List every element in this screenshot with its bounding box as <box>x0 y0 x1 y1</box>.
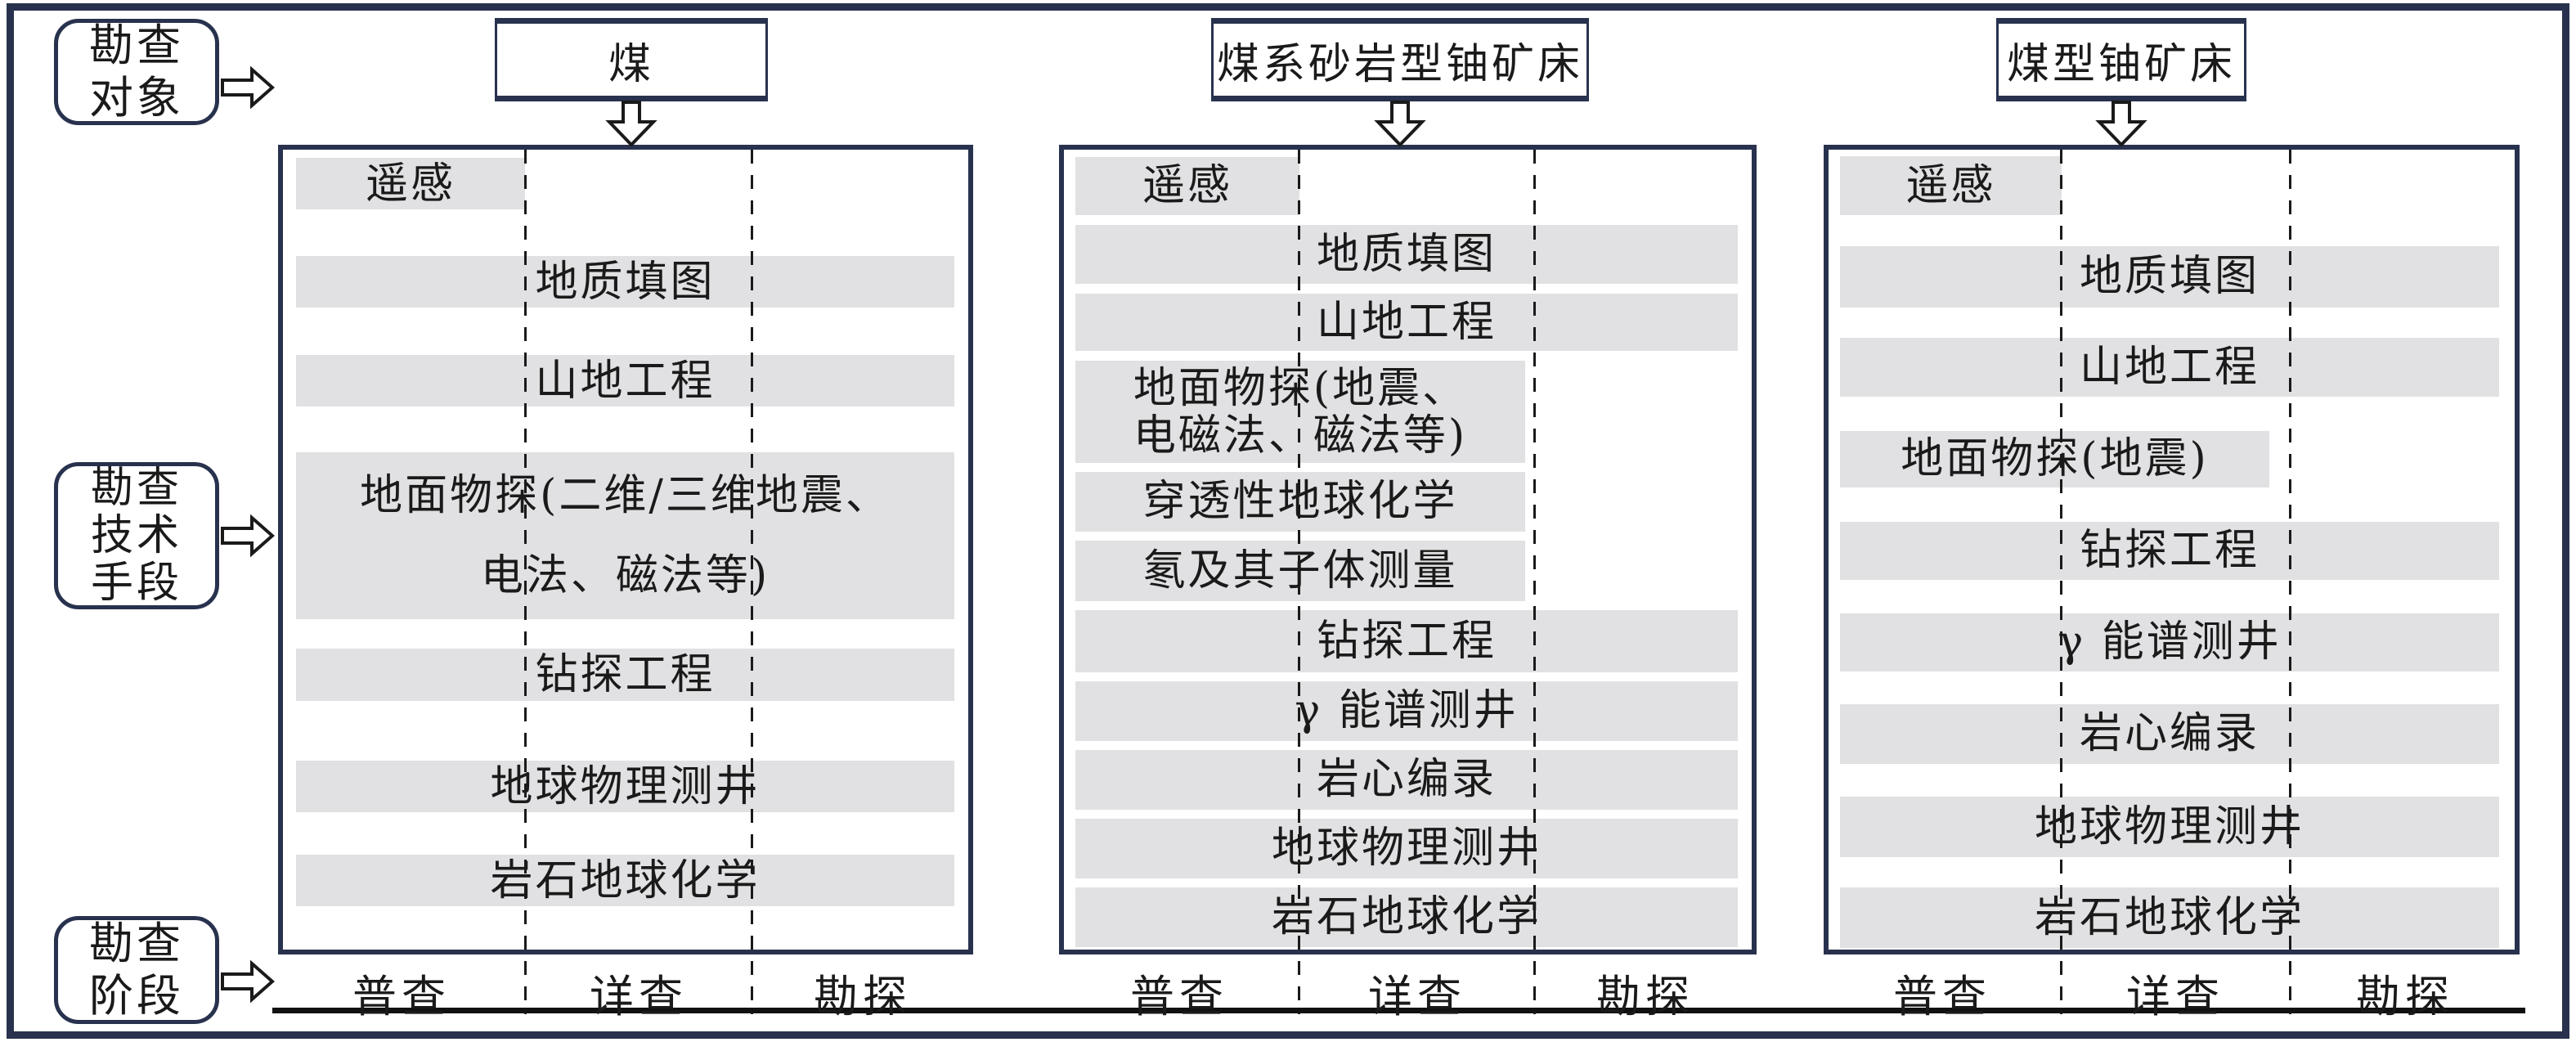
technique-bar-label: 岩石地球化学 <box>490 856 761 905</box>
column-header-coal-type-uranium: 煤型铀矿床 <box>1996 18 2246 101</box>
technique-bar-label: 岩心编录 <box>1316 755 1497 804</box>
technique-bar: 地球物理测井 <box>296 761 954 812</box>
technique-bar-label: 地球物理测井 <box>1271 824 1542 873</box>
stage-divider-dashed-line <box>524 150 527 1014</box>
technique-bar: 地面物探(地震) <box>1840 431 2269 487</box>
technique-bar: 地质填图 <box>1840 246 2499 308</box>
stage-divider-dashed-line <box>1298 150 1300 1014</box>
stage-label: 勘探 <box>1596 971 1694 1022</box>
technique-bar: 钻探工程 <box>296 649 954 701</box>
technique-bar: 岩心编录 <box>1075 750 1738 810</box>
technique-bar-label: 岩石地球化学 <box>1271 892 1542 941</box>
technique-bar: 氡及其子体测量 <box>1075 541 1525 601</box>
technique-bar: 岩石地球化学 <box>1075 887 1738 947</box>
down-arrow-icon <box>605 101 657 146</box>
technique-bar: 岩心编录 <box>1840 704 2499 764</box>
label-line: 阶段 <box>89 970 184 1022</box>
technique-bar-label: γ 能谱测井 <box>2058 618 2282 667</box>
technique-bar: 山地工程 <box>1075 294 1738 351</box>
technique-bar: 岩石地球化学 <box>296 855 954 906</box>
technique-bar-label: 山地工程 <box>535 356 716 406</box>
right-arrow-icon <box>221 960 275 1003</box>
label-box-survey-object: 勘查对象 <box>54 19 219 125</box>
label-box-survey-stage: 勘查阶段 <box>54 916 219 1024</box>
stage-label: 详查 <box>2126 971 2224 1022</box>
technique-bar: 地质填图 <box>296 256 954 308</box>
label-line: 对象 <box>89 72 184 124</box>
technique-bar: 地面物探(二维/三维地震、电法、磁法等) <box>296 452 954 619</box>
technique-bar-label: 地质填图 <box>535 257 716 307</box>
technique-bar-label: 遥感 <box>1905 161 1996 210</box>
label-line: 技术 <box>90 511 182 560</box>
column-header-label: 煤系砂岩型铀矿床 <box>1216 39 1583 89</box>
stage-label: 普查 <box>1130 971 1228 1022</box>
right-arrow-icon <box>221 66 275 109</box>
technique-bar-label: 山地工程 <box>2079 343 2260 392</box>
label-line: 勘查 <box>90 464 182 513</box>
technique-bar-label: 地质填图 <box>1316 230 1497 279</box>
technique-bar: 地面物探(地震、电磁法、磁法等) <box>1075 361 1525 463</box>
technique-bar: 钻探工程 <box>1075 610 1738 672</box>
technique-bar-label: 钻探工程 <box>2079 526 2260 575</box>
technique-bar: 地球物理测井 <box>1840 797 2499 857</box>
column-header-label: 煤 <box>608 39 654 89</box>
column-header-label: 煤型铀矿床 <box>2006 39 2236 89</box>
down-arrow-icon <box>1374 101 1426 146</box>
stage-label: 详查 <box>1368 971 1466 1022</box>
label-line: 手段 <box>90 559 182 608</box>
stage-divider-dashed-line <box>1533 150 1536 1014</box>
technique-bar: 地质填图 <box>1075 225 1738 284</box>
technique-bar: 遥感 <box>1075 157 1299 215</box>
stage-label: 勘探 <box>814 971 912 1022</box>
stage-label: 勘探 <box>2356 971 2454 1022</box>
technique-bar-label: 钻探工程 <box>535 650 716 699</box>
technique-bar-label: 地球物理测井 <box>2034 802 2304 851</box>
right-arrow-icon <box>221 514 275 557</box>
technique-bar: 地球物理测井 <box>1075 819 1738 878</box>
technique-bar: γ 能谱测井 <box>1075 681 1738 741</box>
technique-bar-label: 岩石地球化学 <box>2034 893 2304 942</box>
technique-bar-label: 山地工程 <box>1316 298 1497 347</box>
technique-bar-label: 地球物理测井 <box>490 761 761 811</box>
technique-bar: γ 能谱测井 <box>1840 613 2499 671</box>
stage-label: 普查 <box>352 971 451 1022</box>
label-box-survey-methods: 勘查技术手段 <box>54 462 219 609</box>
technique-bar-label: 遥感 <box>1142 161 1232 210</box>
stage-label: 普查 <box>1893 971 1991 1022</box>
technique-bar-label: γ 能谱测井 <box>1295 686 1519 735</box>
technique-bar: 穿透性地球化学 <box>1075 472 1525 532</box>
column-header-coal-sandstone-uranium: 煤系砂岩型铀矿床 <box>1211 18 1589 101</box>
technique-bar-label: 钻探工程 <box>1316 617 1497 666</box>
down-arrow-icon <box>2095 101 2147 146</box>
stage-divider-dashed-line <box>2289 150 2291 1014</box>
technique-bar: 岩石地球化学 <box>1840 887 2499 948</box>
stage-divider-dashed-line <box>751 150 753 1014</box>
technique-bar: 山地工程 <box>1840 338 2499 397</box>
technique-bar: 钻探工程 <box>1840 522 2499 580</box>
column-header-coal: 煤 <box>495 18 768 101</box>
stage-divider-dashed-line <box>2060 150 2062 1014</box>
technique-bar-label: 岩心编录 <box>2079 709 2260 758</box>
technique-bar: 遥感 <box>1840 156 2062 215</box>
technique-bar-label: 地面物探(地震) <box>1901 434 2209 483</box>
technique-bar-label: 地面物探(二维/三维地震、电法、磁法等) <box>360 471 891 600</box>
technique-bar-label: 地质填图 <box>2079 252 2260 301</box>
technique-bar: 遥感 <box>296 158 525 209</box>
stage-axis-line <box>272 1008 2525 1013</box>
stage-label: 详查 <box>590 971 688 1022</box>
technique-bar-label: 遥感 <box>365 159 456 209</box>
label-line: 勘查 <box>89 918 184 969</box>
label-line: 勘查 <box>89 20 184 71</box>
technique-bar: 山地工程 <box>296 355 954 406</box>
